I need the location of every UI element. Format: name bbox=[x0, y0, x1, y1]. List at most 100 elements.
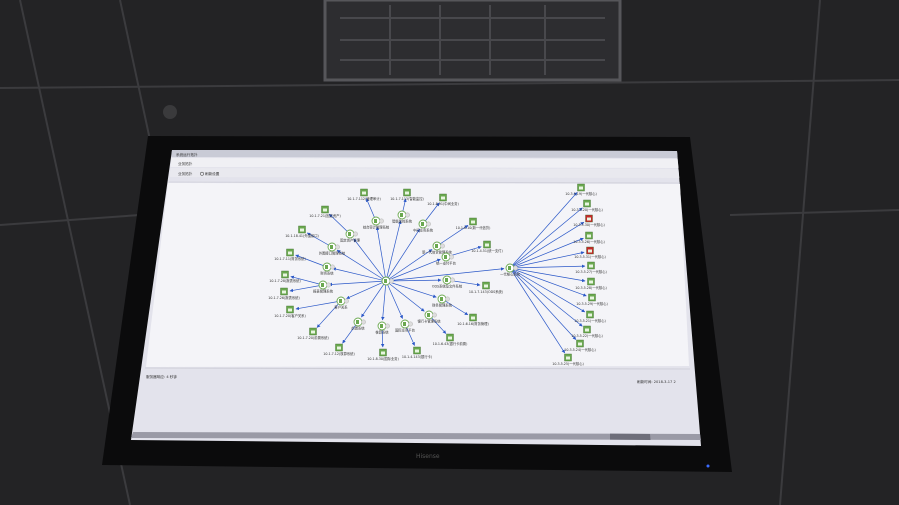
server-icon-screen bbox=[471, 220, 475, 224]
core-server-node[interactable]: 10.3.5.24(一代核心) bbox=[564, 339, 596, 352]
status-dot-icon bbox=[353, 231, 358, 237]
node-label: 10.3.5.30(一代核心) bbox=[573, 222, 605, 227]
server-node[interactable]: 10.1.7.112(管理审计) bbox=[347, 188, 381, 201]
core-server-node[interactable]: 10.3.5.25(一代核心) bbox=[552, 353, 584, 366]
subsystem-node[interactable]: 客户关系 bbox=[334, 296, 349, 310]
server-node[interactable]: 10.1.7.143(ODS系统) bbox=[469, 281, 503, 294]
node-label: 核算系统 bbox=[375, 330, 389, 335]
server-node[interactable]: 10.1.7.20(客户关系) bbox=[274, 305, 306, 318]
core-server-node[interactable]: 10.3.5.28(一代核心) bbox=[575, 277, 607, 290]
topology-edge bbox=[441, 298, 469, 316]
node-label: 10.3.5.31(一代核心) bbox=[574, 254, 606, 259]
server-node[interactable]: 10.1.7.12(核算系统) bbox=[323, 343, 355, 356]
node-label: 10.1.7.21(固定资产) bbox=[309, 213, 341, 218]
status-dot-icon bbox=[385, 323, 390, 329]
node-label: 中间业务系统 bbox=[413, 228, 433, 233]
power-led bbox=[706, 464, 710, 468]
subsystem-node[interactable]: 中间业务系统 bbox=[413, 219, 434, 233]
subsystem-node[interactable]: 新一代信贷管理系统 bbox=[422, 241, 453, 255]
hub-node[interactable] bbox=[381, 276, 394, 286]
core-server-node[interactable]: 10.3.5.27(一代核心) bbox=[575, 261, 607, 274]
subsystem-node[interactable]: 综合审计管理系统 bbox=[363, 216, 390, 230]
subsystem-node[interactable]: 固定资产管理 bbox=[340, 229, 361, 243]
server-icon-screen bbox=[441, 196, 445, 200]
server-node[interactable]: 10.1.6.16(财务管理) bbox=[457, 313, 489, 326]
node-label: 客户关系 bbox=[334, 305, 348, 310]
topology-edge bbox=[436, 225, 469, 247]
node-label: 前置系统 bbox=[351, 326, 365, 331]
node-label: 国际业务平台 bbox=[395, 328, 415, 333]
server-icon-screen bbox=[587, 234, 591, 238]
status-dot-icon bbox=[335, 244, 340, 250]
system-icon-box bbox=[374, 219, 377, 223]
topology-edge bbox=[353, 238, 387, 282]
server-node[interactable]: 10.1.7.20(前置系统) bbox=[297, 327, 329, 340]
core-server-node[interactable]: 10.3.5.19(一代核心) bbox=[565, 183, 597, 196]
server-icon-screen bbox=[484, 284, 488, 288]
topology-edge bbox=[385, 278, 442, 282]
topology-edge bbox=[306, 232, 333, 248]
system-icon-box bbox=[444, 255, 447, 259]
server-node[interactable]: 10.1.18.41(外围接口) bbox=[285, 225, 319, 238]
subsystem-node[interactable]: 前置系统 bbox=[351, 317, 366, 331]
subsystem-node[interactable]: 银行卡管理系统 bbox=[417, 310, 441, 324]
server-node[interactable]: 10.1.8.30(国际业务) bbox=[367, 348, 399, 361]
core-server-node[interactable]: 10.3.5.30(一代核心) bbox=[573, 214, 605, 227]
status-dot-icon bbox=[513, 265, 518, 271]
core-hub-node[interactable]: 一代核心系统 bbox=[500, 263, 521, 277]
tab-business-topology[interactable]: 业务拓扑 bbox=[178, 161, 193, 166]
toolbar-view-label: 业务拓扑 bbox=[178, 171, 193, 176]
core-server-node[interactable]: 10.3.5.31(一代核心) bbox=[574, 246, 606, 259]
subsystem-node[interactable]: 国际业务平台 bbox=[395, 319, 416, 333]
server-node[interactable]: 10.1.7.113(智能监控) bbox=[390, 188, 424, 201]
node-label: 10.1.7.20(客户关系) bbox=[274, 313, 306, 318]
subsystem-node[interactable]: ODS系统及文件系统 bbox=[432, 275, 463, 289]
node-label: 10.1.6.16(财务管理) bbox=[457, 321, 489, 326]
subsystem-node[interactable]: 统一支付平台 bbox=[436, 252, 457, 266]
server-node[interactable]: 10.1.6.43(银行卡前置) bbox=[433, 333, 468, 346]
horizontal-scrollbar[interactable] bbox=[131, 432, 701, 440]
node-label: 10.3.5.28(一代核心) bbox=[575, 285, 607, 290]
server-icon-screen bbox=[381, 351, 385, 355]
status-dot-icon bbox=[379, 218, 384, 224]
topology-canvas[interactable] bbox=[146, 183, 689, 367]
subsystem-node[interactable]: 财务系统 bbox=[320, 262, 335, 276]
status-dot-icon bbox=[408, 321, 413, 327]
server-node[interactable]: 10.1.7.11(财务系统) bbox=[274, 248, 306, 261]
server-node[interactable]: 10.1.4.51(统一支付) bbox=[471, 240, 503, 253]
system-icon-box bbox=[508, 266, 511, 270]
scrollbar-thumb[interactable] bbox=[610, 433, 651, 440]
server-icon-screen bbox=[588, 313, 592, 317]
status-dot-icon bbox=[440, 243, 445, 249]
node-label: 10.3.5.21(一代核心) bbox=[574, 318, 606, 323]
server-node[interactable]: 10.1.7.21(固定资产) bbox=[309, 205, 341, 218]
core-server-node[interactable]: 10.3.5.26(一代核心) bbox=[573, 231, 605, 244]
server-icon-screen bbox=[588, 249, 592, 253]
system-icon-box bbox=[384, 279, 387, 283]
server-response: 服务器响应: 4 秒钟 bbox=[146, 374, 177, 379]
core-server-node[interactable]: 10.3.5.29(一代核心) bbox=[576, 293, 608, 306]
server-icon-screen bbox=[589, 264, 593, 268]
subsystem-node[interactable]: 智能监控系统 bbox=[392, 210, 413, 224]
subsystem-node[interactable]: 外围接口管理系统 bbox=[319, 242, 346, 256]
ceiling-light bbox=[323, 0, 622, 82]
topology-edge bbox=[509, 267, 577, 340]
system-icon-box bbox=[380, 324, 383, 328]
core-server-node[interactable]: 10.3.5.20(一代核心) bbox=[571, 199, 603, 212]
server-node[interactable]: 10.1.7.28(报表系统) bbox=[269, 270, 301, 283]
topology-edge bbox=[381, 280, 387, 321]
server-node[interactable]: 10.1.7.26(报表系统) bbox=[268, 287, 300, 300]
server-icon-screen bbox=[415, 349, 419, 353]
subsystem-node[interactable]: 核算系统 bbox=[375, 321, 390, 335]
server-node[interactable]: 10.1.8.91(中间业务) bbox=[427, 193, 459, 206]
refresh-settings-button[interactable]: 刷新设置 bbox=[200, 171, 220, 176]
server-node[interactable]: 10.1.8.10(新一代信贷) bbox=[456, 217, 491, 230]
core-server-node[interactable]: 10.3.5.22(一代核心) bbox=[571, 325, 603, 338]
subsystem-node[interactable]: 报表管理系统 bbox=[313, 280, 334, 294]
subsystem-node[interactable]: 财务管理系统 bbox=[432, 294, 453, 308]
core-server-node[interactable]: 10.3.5.21(一代核心) bbox=[574, 310, 606, 323]
server-node[interactable]: 10.1.4.143(银行卡) bbox=[402, 346, 432, 359]
tab-bar bbox=[170, 158, 679, 168]
